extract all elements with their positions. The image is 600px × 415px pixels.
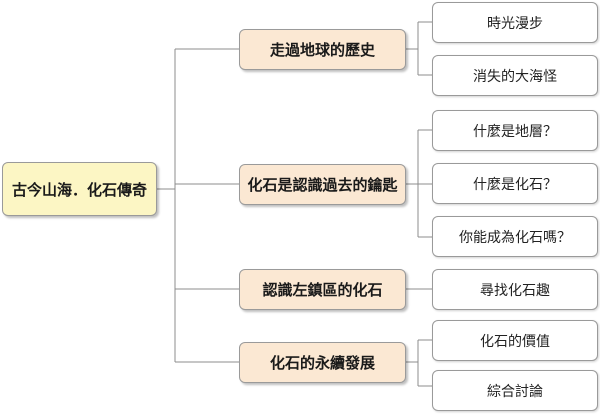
branch-node-history: 走過地球的歷史: [239, 29, 406, 70]
branch-node-zuozhen-fossils: 認識左鎮區的化石: [239, 269, 406, 310]
leaf-node: 消失的大海怪: [432, 55, 598, 96]
branch-label: 化石是認識過去的鑰匙: [247, 176, 398, 194]
leaf-label: 什麼是地層？: [473, 123, 557, 140]
leaf-node: 你能成為化石嗎？: [432, 216, 598, 257]
leaf-label: 綜合討論: [487, 383, 543, 400]
branch-label: 化石的永續發展: [269, 354, 375, 372]
leaf-node: 時光漫步: [432, 2, 598, 43]
root-label: 古今山海．化石傳奇: [11, 180, 147, 199]
leaf-node: 化石的價值: [432, 320, 598, 361]
leaf-node: 綜合討論: [432, 370, 598, 411]
branch-node-key-to-past: 化石是認識過去的鑰匙: [239, 164, 406, 205]
leaf-label: 尋找化石趣: [480, 282, 550, 299]
root-node: 古今山海．化石傳奇: [2, 162, 157, 216]
leaf-label: 什麼是化石？: [473, 176, 557, 193]
branch-node-sustainable-development: 化石的永續發展: [239, 342, 406, 383]
leaf-node: 尋找化石趣: [432, 269, 598, 310]
leaf-label: 化石的價值: [480, 333, 550, 350]
branch-label: 走過地球的歷史: [269, 41, 375, 59]
leaf-label: 你能成為化石嗎？: [459, 229, 571, 246]
branch-label: 認識左鎮區的化石: [262, 281, 383, 299]
leaf-node: 什麼是地層？: [432, 110, 598, 151]
leaf-label: 消失的大海怪: [473, 68, 557, 85]
leaf-label: 時光漫步: [487, 15, 543, 32]
leaf-node: 什麼是化石？: [432, 163, 598, 204]
